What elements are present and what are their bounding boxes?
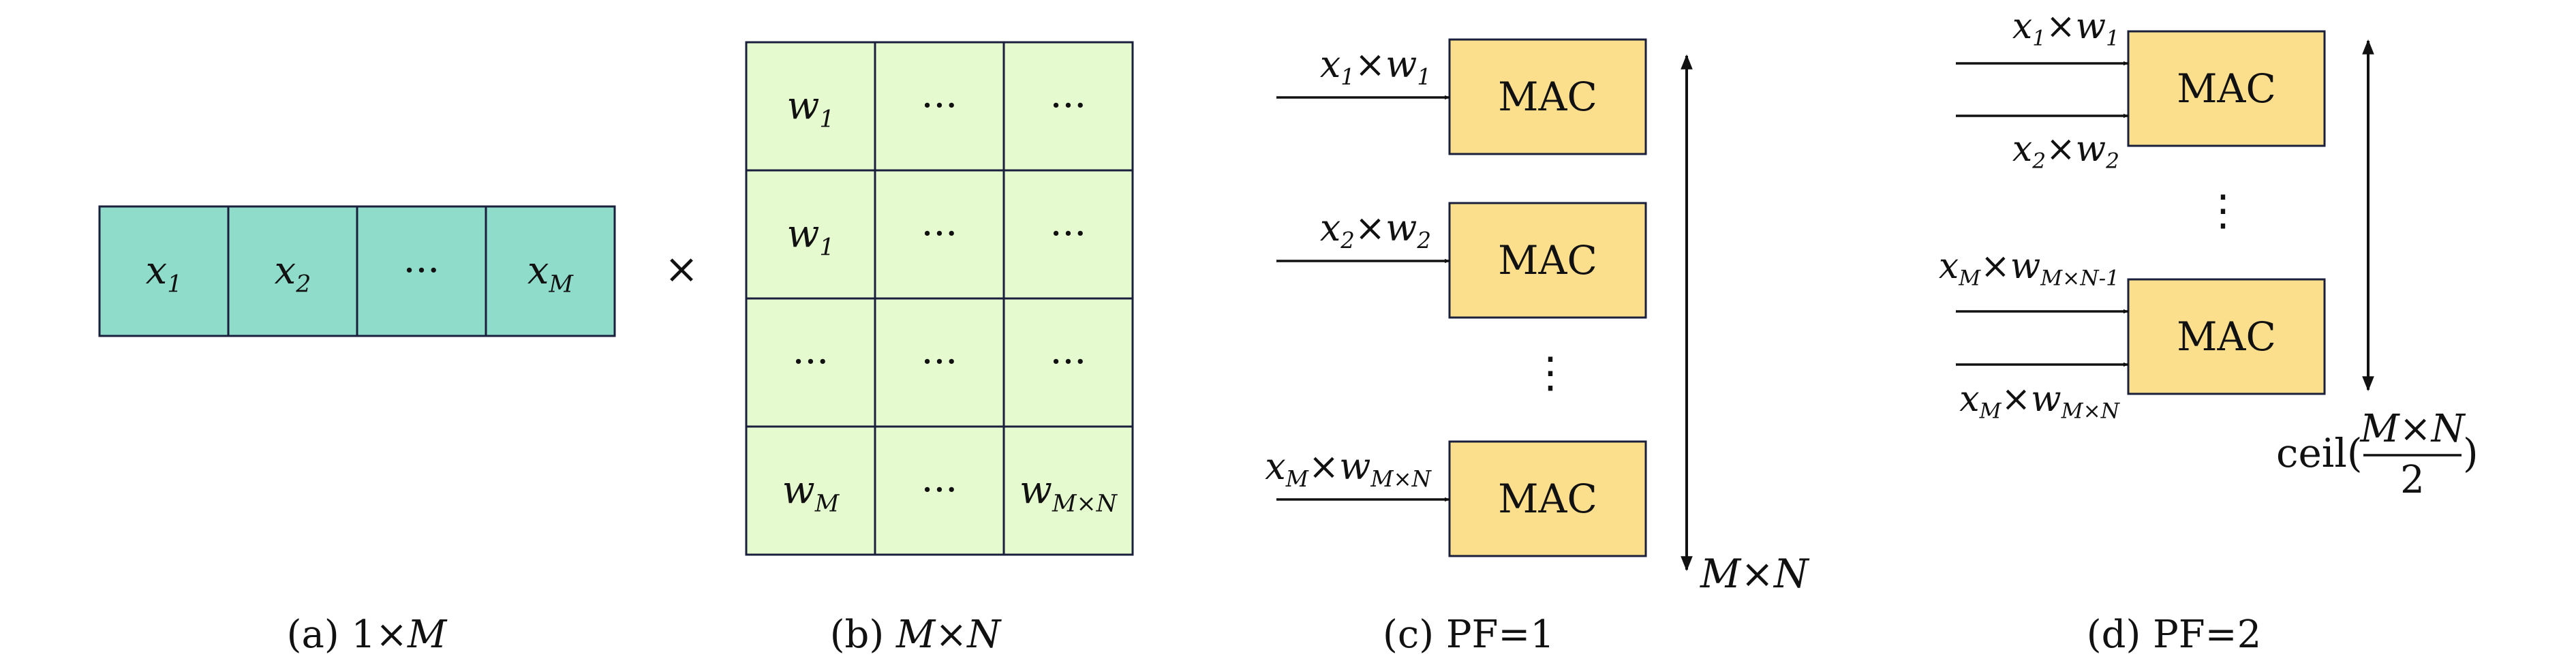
matrix-cell	[1002, 425, 1134, 556]
matrix-cell-label: w1	[786, 84, 834, 133]
mac-label: MAC	[1498, 237, 1597, 283]
matrix-cell	[1002, 297, 1134, 428]
matrix-cell-label: ···	[1050, 212, 1086, 256]
panel-d-vdots: ⋮	[2202, 185, 2244, 235]
mac-block	[2127, 30, 2326, 147]
matrix-cell	[745, 425, 876, 556]
mac-block	[1448, 38, 1647, 155]
ceil-close-paren: )	[2463, 430, 2479, 476]
matrix-cell-label: ···	[921, 340, 957, 384]
matrix-cell	[874, 297, 1005, 428]
panel-d-caption: (d) PF=2	[2087, 613, 2261, 657]
product-term-label: xM×wM×N	[1265, 445, 1432, 492]
panel-c-pf1: MAC MAC MAC x1×w1 x2×w2 xM×wM×N ⋮ M×N (c) PF…	[1265, 38, 1810, 657]
matrix-cell-label: ···	[1050, 84, 1086, 128]
vector-cell-label: x2	[275, 249, 311, 298]
vector-cell	[485, 205, 616, 337]
vector-cell-label: ···	[403, 249, 440, 293]
matrix-cell-label: ···	[921, 212, 957, 256]
panel-c-extent-label: M×N	[1700, 551, 1810, 597]
panel-a-vector: x1 x2 ··· xM (a) 1×M	[98, 205, 616, 657]
panel-b-matrix: w1 ··· ··· w1 ··· ··· ··· ··· ··· wM ··· wM×N (b) M…	[745, 41, 1134, 657]
matrix-cell-label: w1	[786, 212, 834, 261]
panel-a-caption: (a) 1×M	[287, 613, 448, 657]
matrix-cell	[745, 297, 876, 428]
vector-cell-label: xM	[527, 249, 574, 298]
ceil-function: ceil(	[2276, 430, 2363, 476]
mac-label: MAC	[1498, 476, 1597, 522]
mac-label: MAC	[2177, 313, 2276, 360]
fraction-denominator: 2	[2400, 458, 2425, 502]
product-term-label: x1×w1	[1320, 43, 1431, 90]
mac-block	[2127, 278, 2326, 395]
product-term-label: xM×wM×N-1	[1939, 246, 2119, 290]
matrix-cell	[1002, 169, 1134, 300]
panel-d-pf2: MAC MAC x1×w1 x2×w2 xM×wM×N-1 xM×wM×N ⋮ ceil…	[1939, 6, 2479, 657]
fraction-numerator: M×N	[2359, 407, 2466, 451]
matrix-cell-label: wM	[782, 468, 840, 517]
matrix-cell-label: ···	[921, 468, 957, 512]
matrix-cell-label: wM×N	[1019, 468, 1118, 517]
vector-cell-label: x1	[146, 249, 183, 298]
vector-cell	[356, 205, 487, 337]
panel-c-vdots: ⋮	[1529, 348, 1571, 397]
panel-c-caption: (c) PF=1	[1383, 613, 1554, 657]
multiply-sign: ×	[664, 245, 699, 293]
matrix-cell	[874, 169, 1005, 300]
mac-block	[1448, 440, 1647, 557]
product-term-label: x2×w2	[1320, 206, 1431, 253]
product-term-label: xM×wM×N	[1959, 379, 2120, 423]
mac-label: MAC	[2177, 65, 2276, 112]
panel-b-caption: (b) M×N	[830, 613, 1002, 657]
matrix-cell	[745, 41, 876, 172]
product-term-label: x2×w2	[2012, 129, 2119, 173]
matrix-cell-label: ···	[921, 84, 957, 128]
matrix-cell-label: ···	[1050, 340, 1086, 384]
mac-label: MAC	[1498, 74, 1597, 120]
vector-cell	[98, 205, 230, 337]
matrix-cell-label: ···	[793, 340, 829, 384]
matrix-cell	[745, 169, 876, 300]
product-term-label: x1×w1	[2012, 6, 2119, 50]
panel-d-extent-label: ceil( M×N 2 )	[2276, 407, 2479, 502]
matrix-cell	[1002, 41, 1134, 172]
